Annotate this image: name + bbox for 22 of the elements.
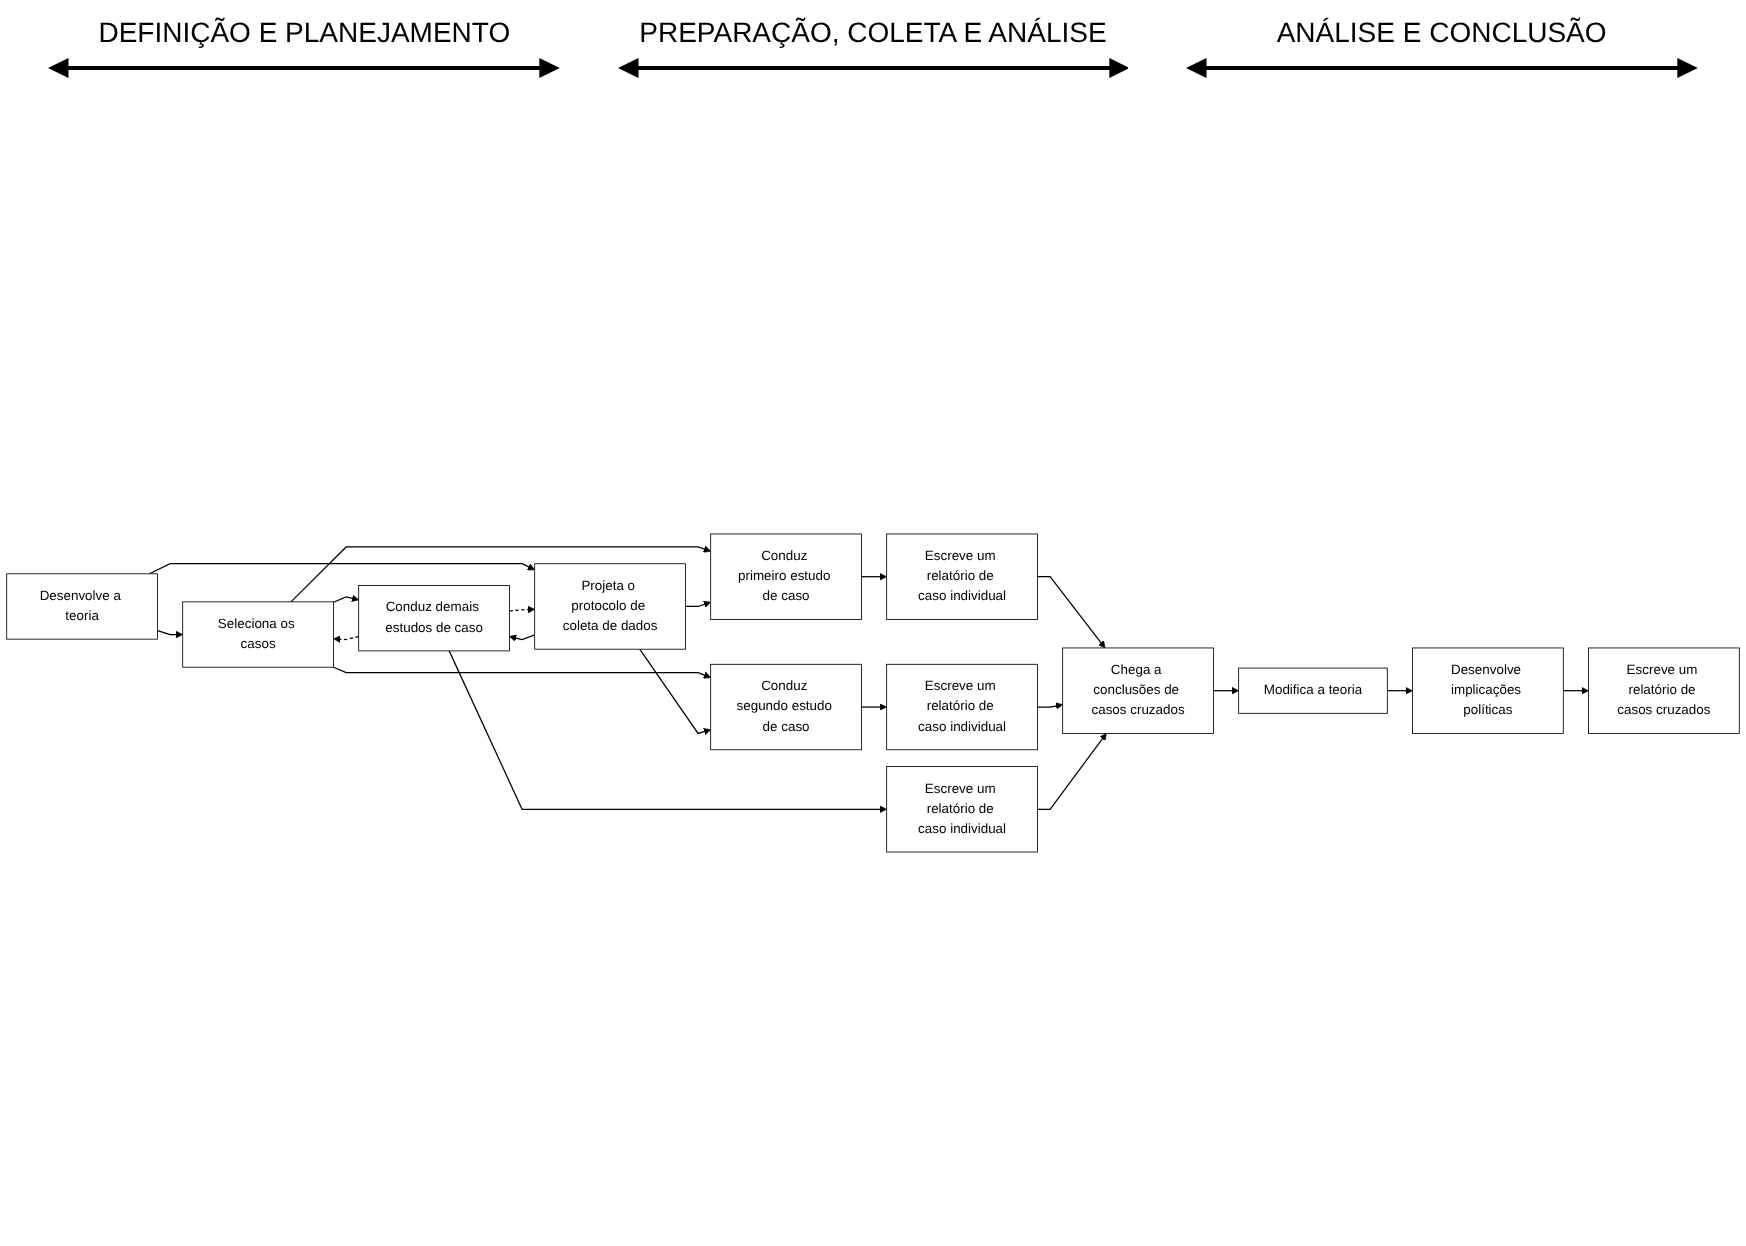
arrow [509, 634, 536, 642]
arrow [1562, 687, 1589, 695]
arrow [1036, 576, 1106, 649]
phase-label: ANÁLISE E CONCLUSÃO [1276, 16, 1607, 48]
arrow [448, 650, 887, 813]
arrow [684, 600, 711, 608]
arrow [1212, 687, 1239, 695]
arrow [332, 666, 711, 679]
arrow [156, 629, 184, 639]
arrow [860, 573, 887, 581]
arrow [332, 594, 359, 603]
phase-label: PREPARAÇÃO, COLETA E ANÁLISE [639, 16, 1107, 48]
arrow [1036, 702, 1063, 710]
arrow [1036, 733, 1107, 810]
phase-label: DEFINIÇÃO E PLANEJAMENTO [98, 16, 511, 48]
arrow [1386, 687, 1413, 695]
arrow [508, 605, 535, 614]
arrow [290, 545, 711, 603]
arrow [860, 703, 887, 711]
arrow [639, 648, 711, 736]
arrow [333, 635, 360, 643]
arrow [148, 563, 535, 575]
